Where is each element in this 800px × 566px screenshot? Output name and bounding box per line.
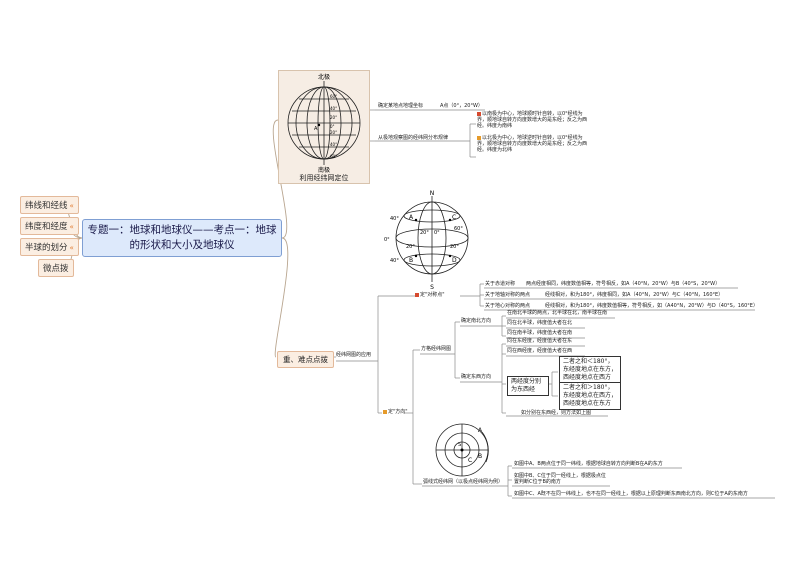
- polar-item: 如图中C、A既不在同一纬线上，也不在同一经线上，根据以上原理判断东西南北方向，则…: [514, 491, 748, 497]
- ns-direction-label: 确定南北方向: [461, 318, 492, 324]
- ew-note: 如分别在东西经，则方法如上图: [521, 410, 592, 416]
- symmetry-label: C: [452, 214, 456, 221]
- priority-flag-icon: [383, 409, 387, 414]
- grid-application-label: 经纬网图的应用: [336, 352, 372, 358]
- symmetry-label: S: [430, 284, 434, 290]
- symmetry-label: A: [409, 214, 414, 221]
- globe-grid-figure: 北极 南极 A 60° 40° 20° 0° 20° 40° 60°: [287, 73, 361, 174]
- left-node-latlong-lines[interactable]: 纬线和经线«: [20, 196, 79, 214]
- symmetry-axis-value: 经线相对，和为180°，纬度相同，如A（40°N，20°W）与C（40°N，16…: [545, 292, 724, 298]
- left-node-label: 半球的划分: [25, 243, 68, 253]
- symmetry-label: 20°: [420, 230, 429, 236]
- east-west-split-box: 两经度分别为东西经: [507, 376, 549, 396]
- lat-label: 40°: [330, 106, 337, 111]
- symmetry-center-value: 经线相对，和为180°，纬度数值相等，符号相反，如（A40°N，20°W）与D（…: [545, 303, 758, 309]
- south-pole-label: 南极: [318, 166, 330, 174]
- polar-grid-figure: A B C S: [435, 423, 489, 477]
- left-node-label: 微点拨: [43, 264, 69, 274]
- polar-view-label: 从极地观察图的经纬网分布规律: [378, 135, 449, 141]
- expand-marker-icon: «: [69, 244, 74, 252]
- priority-flag-icon: [477, 135, 481, 140]
- north-pole-label: 北极: [318, 73, 330, 81]
- lat-label: 60°: [330, 94, 337, 99]
- polar-rule-north: 以北极为中心，地球逆时针自转，以0°经线为界，顺地球自转方向度数增大的是东经；反…: [477, 135, 588, 153]
- sum-less-than-180-box: 二者之和＜180°，东经度地点在东方，西经度地点在西方: [559, 356, 621, 384]
- locate-coordinates-label: 确定某地点地理坐标: [378, 103, 424, 109]
- symmetry-node: 定"对称点": [415, 292, 445, 298]
- lat-label: 60°: [330, 154, 337, 159]
- left-node-label: 纬线和经线: [25, 201, 68, 211]
- central-topic-line1: 专题一：地球和地球仪——考点一：地球: [87, 224, 277, 236]
- globe-grid-card[interactable]: 北极 南极 A 60° 40° 20° 0° 20° 40° 60° 利用经纬网…: [278, 70, 370, 184]
- grid-map-label: 方格经纬网图: [421, 346, 452, 352]
- symmetry-label: N: [430, 190, 435, 197]
- svg-text:S: S: [458, 442, 461, 448]
- lat-label: 40°: [330, 142, 337, 147]
- central-topic-line2: 的形状和大小及地球仪: [129, 239, 235, 251]
- central-topic[interactable]: 专题一：地球和地球仪——考点一：地球 的形状和大小及地球仪: [82, 219, 282, 257]
- expand-marker-icon: «: [69, 202, 74, 210]
- symmetry-label: 0°: [384, 237, 390, 243]
- point-a-label: A: [314, 126, 318, 132]
- symmetry-label: D: [452, 257, 457, 264]
- symmetry-label: B: [409, 257, 413, 264]
- lat-label: 20°: [330, 115, 337, 120]
- sum-greater-than-180-box: 二者之和＞180°，东经度地点在西方，西经度地点在东方: [559, 382, 621, 410]
- symmetry-equator-key: 关于赤道对称: [485, 281, 516, 287]
- direction-node: 定"方向": [383, 409, 408, 415]
- ns-item: 在南北半球的两点，北半球在北，南半球在南: [507, 310, 608, 316]
- svg-text:C: C: [468, 457, 472, 464]
- left-node-hemispheres[interactable]: 半球的划分«: [20, 238, 79, 256]
- symmetry-label: 40°: [390, 258, 399, 264]
- symmetry-label: 60°: [454, 226, 463, 232]
- left-node-label: 纬度和经度: [25, 222, 68, 232]
- globe-grid-caption: 利用经纬网定位: [299, 174, 349, 182]
- priority-flag-icon: [415, 292, 419, 297]
- ew-item: 同在东经度，经度值大者在东: [507, 338, 573, 344]
- ew-item: 同在西经度，经度值大者在西: [507, 348, 573, 354]
- ns-item: 同在北半球，纬度值大者在北: [507, 320, 573, 326]
- svg-text:B: B: [478, 453, 482, 460]
- left-node-lat-long[interactable]: 纬度和经度«: [20, 217, 79, 235]
- key-points-node[interactable]: 重、难点点拨: [277, 351, 334, 368]
- locate-coordinates-value: A点（0°，20°W）: [440, 103, 483, 109]
- left-node-tips[interactable]: 微点拨: [38, 259, 74, 277]
- lat-label: 0°: [330, 124, 335, 129]
- priority-flag-icon: [477, 111, 481, 116]
- symmetry-center-key: 关于地心对称的两点: [485, 303, 531, 309]
- lat-label: 20°: [330, 130, 337, 135]
- globe-symmetry-figure: N S A B C D 60° 40° 20° 0° 20° 40° 0° 20…: [384, 190, 469, 290]
- symmetry-label: 20°: [406, 244, 415, 250]
- expand-marker-icon: «: [69, 223, 74, 231]
- symmetry-axis-key: 关于地轴对称的两点: [485, 292, 531, 298]
- symmetry-label: 40°: [390, 216, 399, 222]
- ns-item: 同在南半球，纬度值大者在南: [507, 330, 573, 336]
- symmetry-equator-value: 两点经度相同，纬度数值相等，符号相反，如A（40°N，20°W）与B（40°S，…: [526, 281, 721, 287]
- symmetry-label: 0°: [434, 230, 440, 236]
- symmetry-label: 20°: [450, 244, 459, 250]
- polar-grid-label: 弧线式经纬网（以极点经纬网为例）: [423, 479, 504, 485]
- polar-item: 如图中A、B两点位于同一纬线，根据地球自转方向判断B在A的东方: [514, 461, 663, 467]
- polar-item: 如图中B、C位于同一经线上，根据极点位置判断C位于B的南方: [514, 473, 606, 485]
- polar-rule-south: 以南极为中心，地球顺时针自转，以0°经线为界，顺地球自转方向度数增大的是东经；反…: [477, 111, 588, 129]
- ew-direction-label: 确定东西方向: [461, 374, 492, 380]
- svg-text:A: A: [478, 427, 483, 434]
